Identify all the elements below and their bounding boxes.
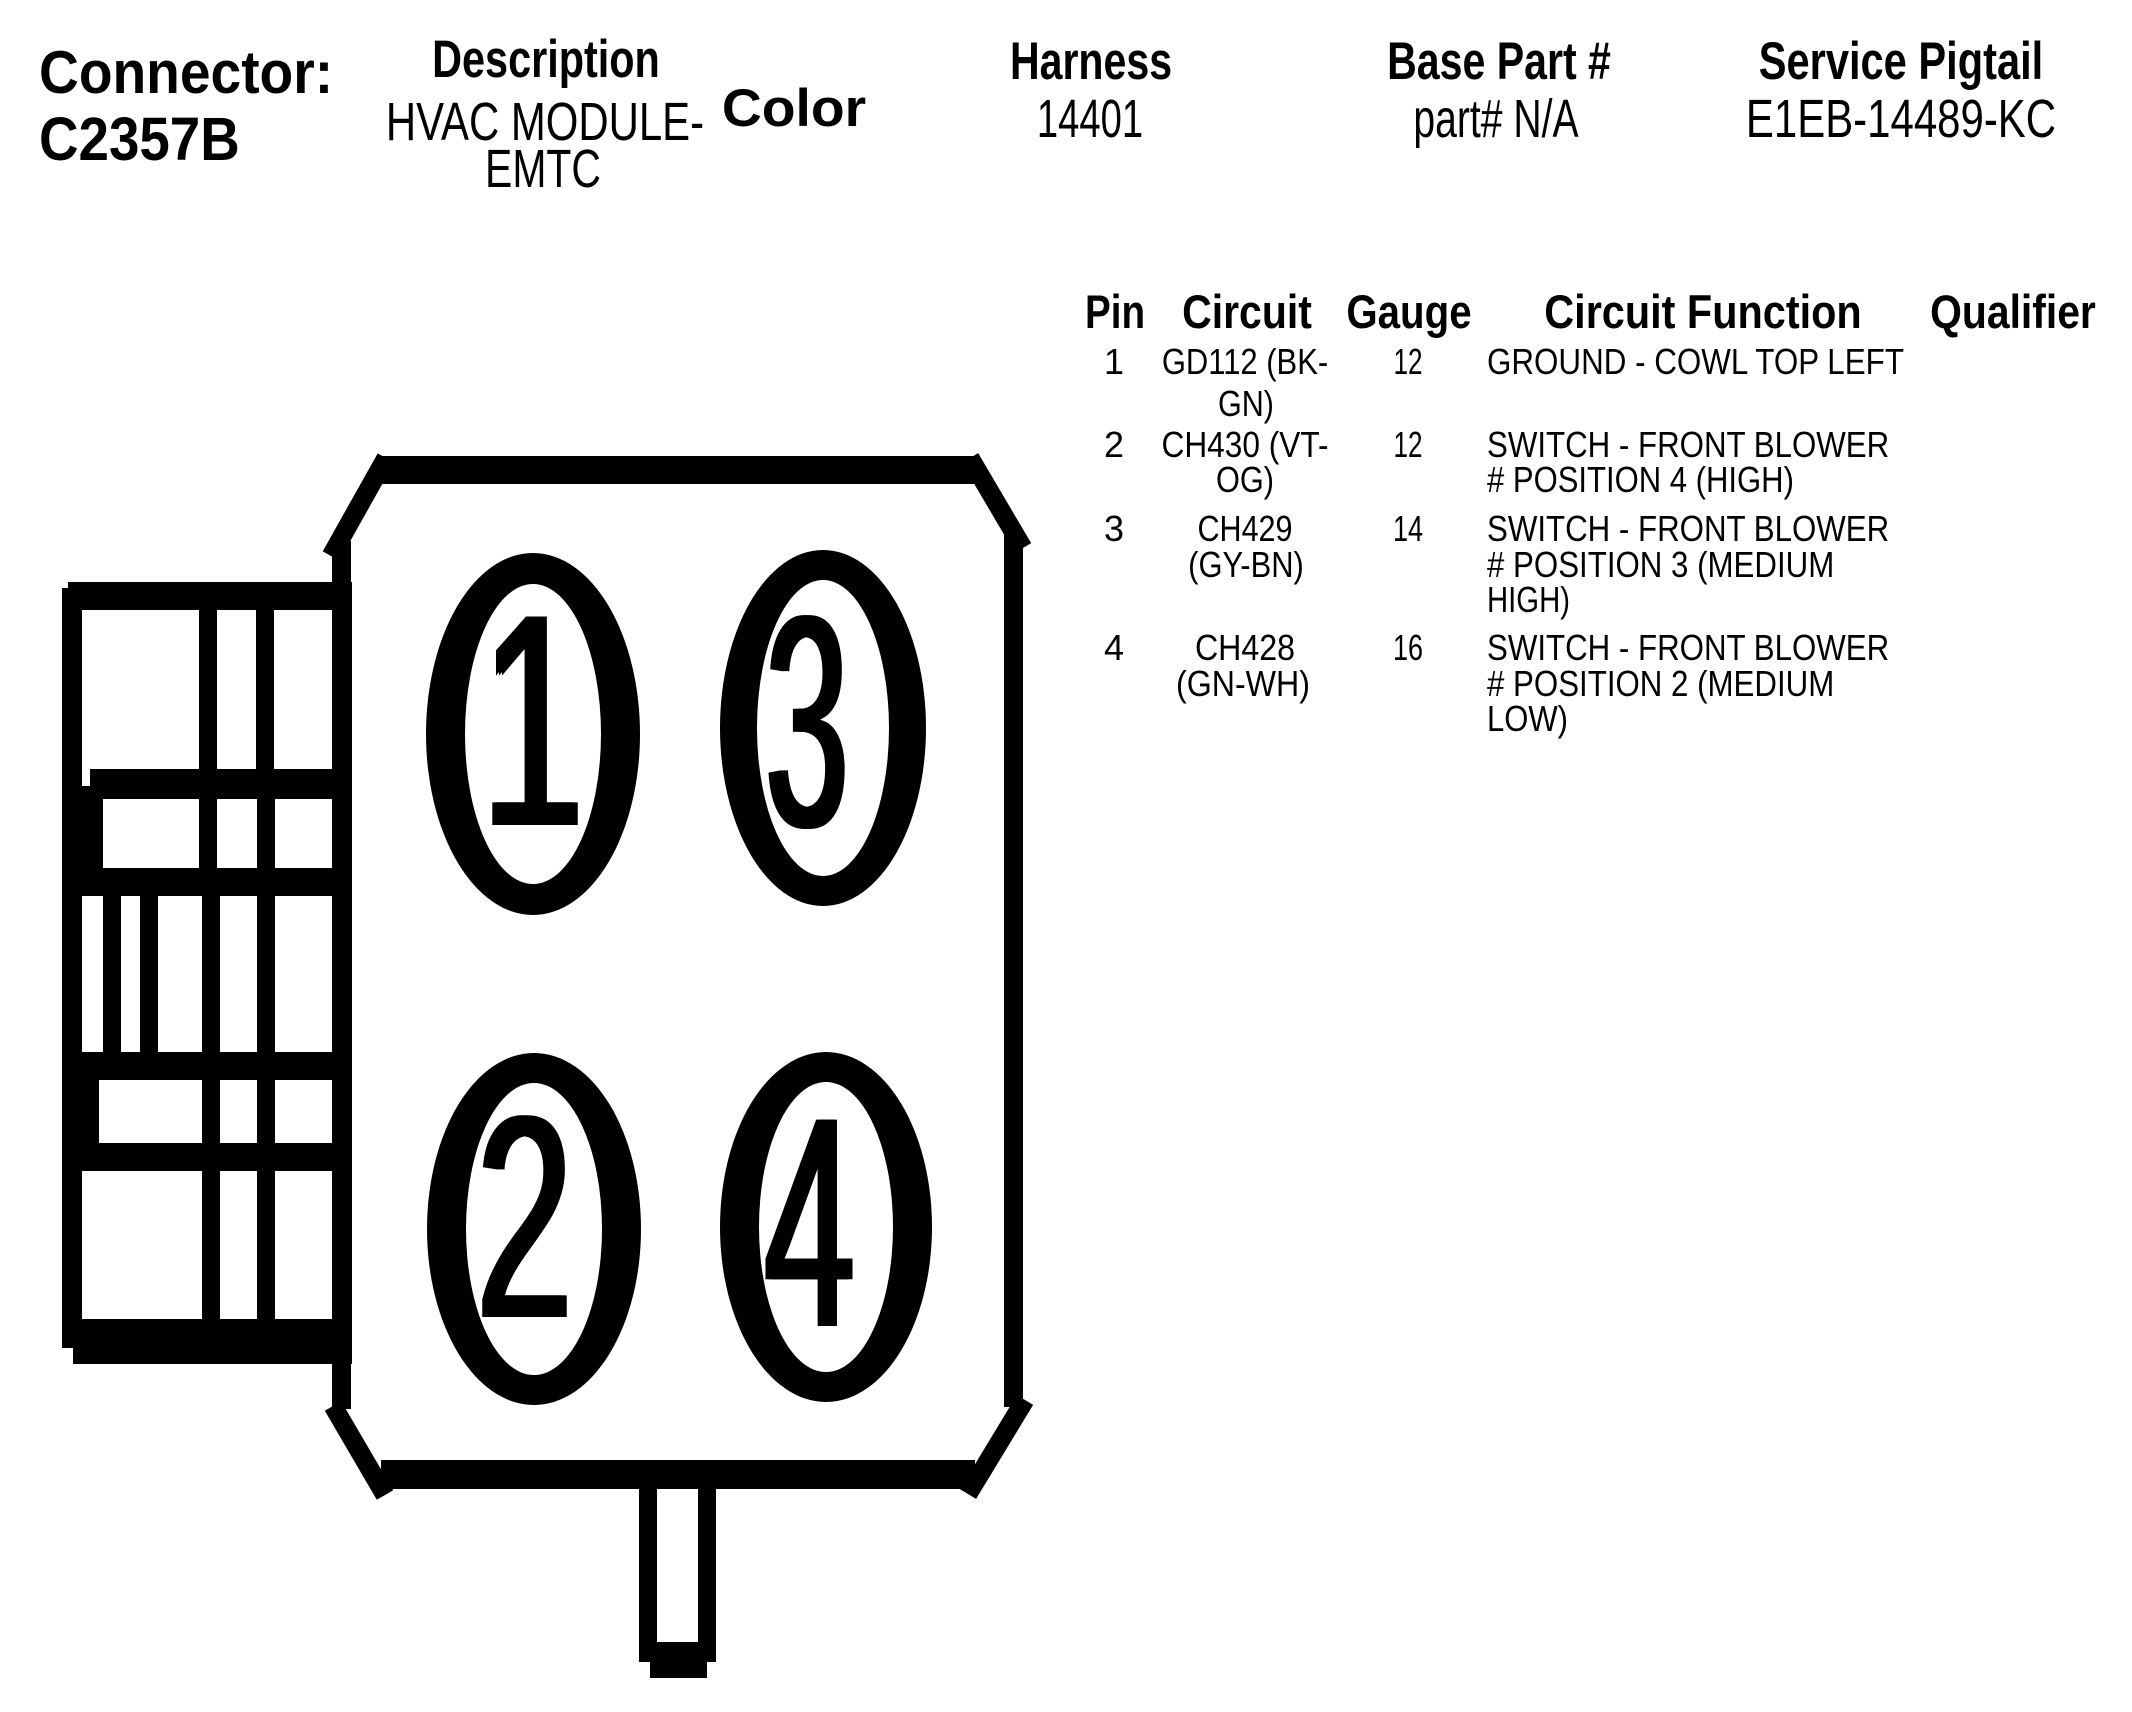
svg-text:4: 4 [765,1056,854,1391]
svg-text:4: 4 [768,1056,857,1391]
svg-text:2: 2 [480,1057,576,1379]
svg-text:1: 1 [484,552,586,890]
svg-text:1: 1 [478,552,580,890]
svg-text:3: 3 [763,554,845,891]
svg-text:2: 2 [474,1057,570,1379]
svg-text:4: 4 [762,1056,851,1391]
svg-text:1: 1 [481,552,583,890]
svg-text:3: 3 [766,554,848,891]
svg-text:2: 2 [477,1057,573,1379]
svg-text:3: 3 [769,554,851,891]
